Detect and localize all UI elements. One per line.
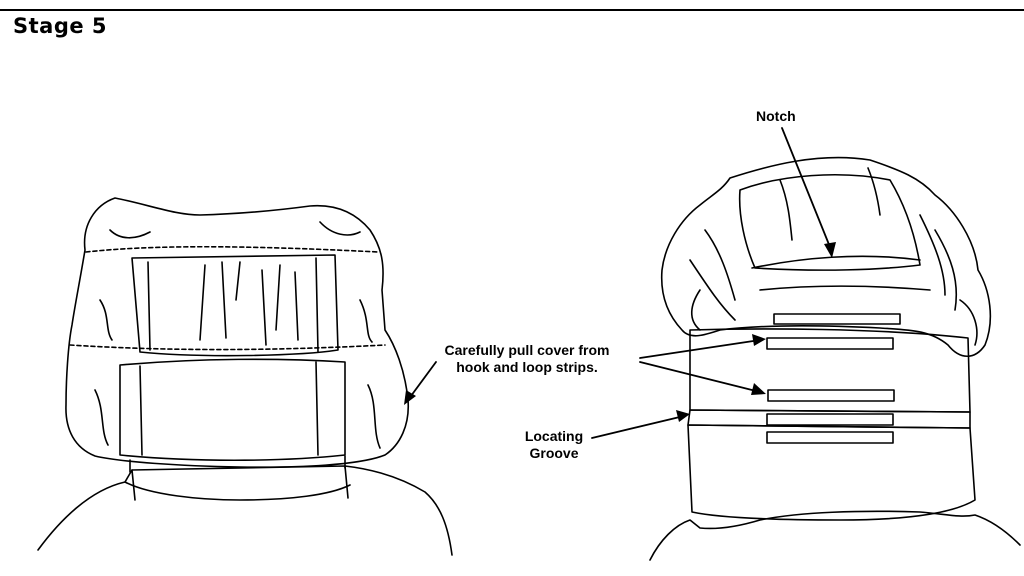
left-headrest-body (65, 197, 410, 468)
hook-loop-strip-2 (766, 337, 894, 350)
hook-loop-strip-1 (773, 313, 901, 325)
locating-groove-label-line-1: Locating (524, 428, 584, 444)
top-rule (0, 9, 1024, 11)
left-lower-panel (119, 358, 346, 462)
left-headrest (37, 197, 453, 556)
hook-loop-strip-5 (766, 431, 894, 444)
notch-label: Notch (756, 108, 796, 124)
locating-groove-label-line-2: Groove (529, 445, 579, 461)
hook-loop-strip-3 (767, 389, 895, 402)
right-headrest (649, 156, 1021, 561)
right-seat-back (649, 510, 1021, 561)
left-seat-back (37, 465, 453, 556)
pull-cover-label: Carefully pull cover from hook and loop … (434, 342, 620, 376)
pull-cover-label-line-2: hook and loop strips. (456, 359, 598, 375)
left-upper-panel (131, 254, 339, 357)
locating-groove-label: Locating Groove (506, 428, 602, 462)
right-middle-block (689, 328, 971, 413)
exposed-core (738, 174, 921, 271)
pull-cover-label-line-1: Carefully pull cover from (444, 342, 610, 358)
hook-loop-strip-4 (766, 413, 894, 426)
right-lower-block (687, 424, 976, 521)
folded-cover (660, 156, 992, 358)
leader-lines (404, 127, 836, 439)
stage-title: Stage 5 (13, 14, 108, 38)
